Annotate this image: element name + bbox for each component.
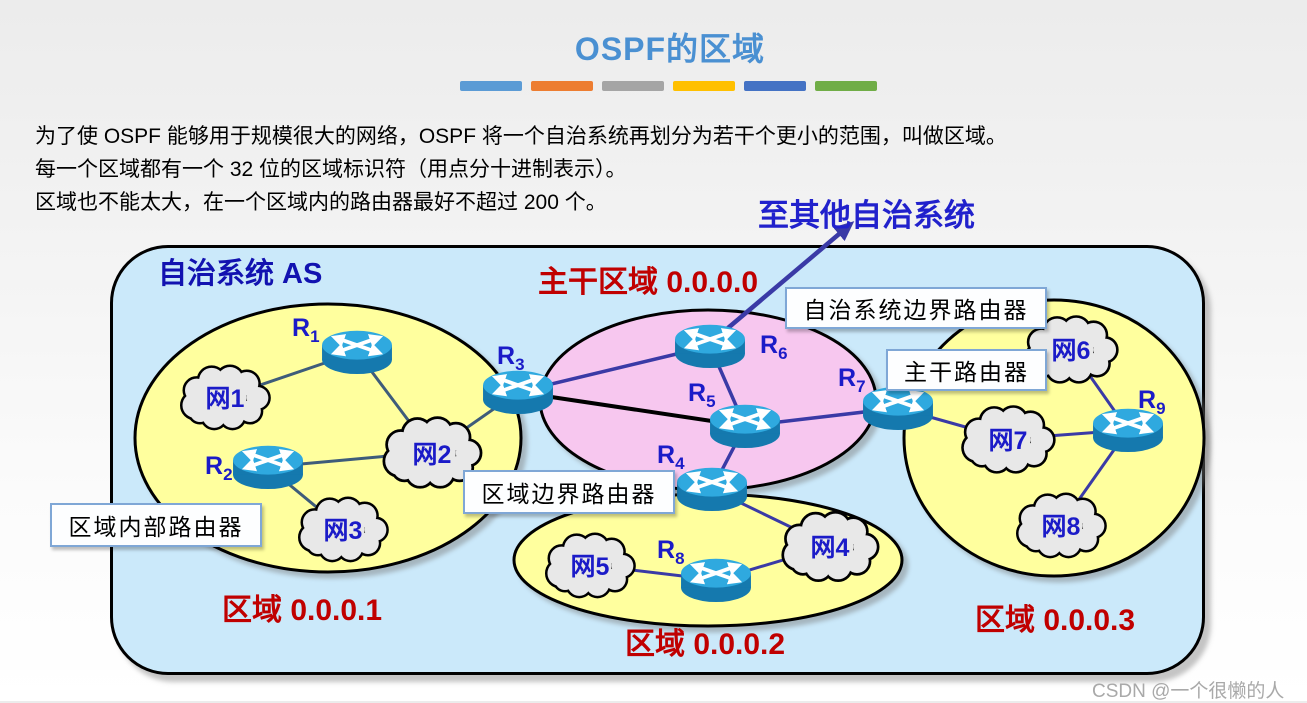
callout-internal-router: 区域内部路由器 xyxy=(50,503,262,547)
accent-bar xyxy=(602,81,664,91)
callout-as-boundary-router: 自治系统边界路由器 xyxy=(785,287,1047,329)
to-other-as-label: 至其他自治系统 xyxy=(758,198,975,233)
router-r2-icon xyxy=(233,446,303,489)
accent-bar xyxy=(744,81,806,91)
callout-backbone-router: 主干路由器 xyxy=(886,349,1047,391)
intro-paragraph: 为了使 OSPF 能够用于规模很大的网络，OSPF 将一个自治系统再划分为若干个… xyxy=(35,120,1265,219)
network-label-net5: 网5 xyxy=(570,553,610,581)
accent-bar xyxy=(460,81,522,91)
link-r3-r5 xyxy=(516,390,747,428)
network-label-net4: 网4 xyxy=(810,534,850,562)
router-label-r9: R9 xyxy=(1138,386,1166,418)
network-label-net3: 网3 xyxy=(323,517,363,545)
router-label-r7: R7 xyxy=(838,364,866,396)
intro-line-1: 为了使 OSPF 能够用于规模很大的网络，OSPF 将一个自治系统再划分为若干个… xyxy=(35,125,1007,148)
accent-bar xyxy=(531,81,593,91)
network-label-net2: 网2 xyxy=(412,441,452,469)
router-label-r2: R2 xyxy=(205,452,233,484)
accent-bar xyxy=(673,81,735,91)
callout-area-border-router: 区域边界路由器 xyxy=(463,470,675,514)
router-r1-icon xyxy=(322,331,392,374)
as-label: 自治系统 AS xyxy=(158,258,323,290)
router-r3-icon xyxy=(483,371,553,414)
title-accent-bars xyxy=(460,81,877,91)
area1-label: 区域 0.0.0.1 xyxy=(222,594,383,627)
intro-line-3: 区域也不能太大，在一个区域内的路由器最好不超过 200 个。 xyxy=(35,191,607,214)
accent-bar xyxy=(815,81,877,91)
backbone-area-label: 主干区域 0.0.0.0 xyxy=(538,266,759,299)
router-label-r5: R5 xyxy=(688,379,716,411)
router-r4-icon xyxy=(677,468,747,511)
network-label-net8: 网8 xyxy=(1041,513,1081,541)
router-r6-icon xyxy=(675,325,745,368)
watermark: CSDN @一个很懒的人 xyxy=(1092,681,1285,702)
router-label-r6: R6 xyxy=(760,331,788,363)
router-label-r3: R3 xyxy=(497,342,525,374)
router-r7-icon xyxy=(863,387,933,430)
area3-label: 区域 0.0.0.3 xyxy=(975,604,1136,637)
router-label-r4: R4 xyxy=(657,441,685,473)
slide-title: OSPF的区域 xyxy=(574,31,766,67)
network-label-net7: 网7 xyxy=(988,427,1028,455)
router-label-r8: R8 xyxy=(657,536,685,568)
area2-label: 区域 0.0.0.2 xyxy=(625,628,786,661)
network-label-net1: 网1 xyxy=(205,385,245,413)
intro-line-2: 每一个区域都有一个 32 位的区域标识符（用点分十进制表示）。 xyxy=(35,158,627,181)
router-r8-icon xyxy=(681,559,751,602)
router-r5-icon xyxy=(710,405,780,448)
router-label-r1: R1 xyxy=(292,314,320,346)
network-label-net6: 网6 xyxy=(1051,337,1091,365)
